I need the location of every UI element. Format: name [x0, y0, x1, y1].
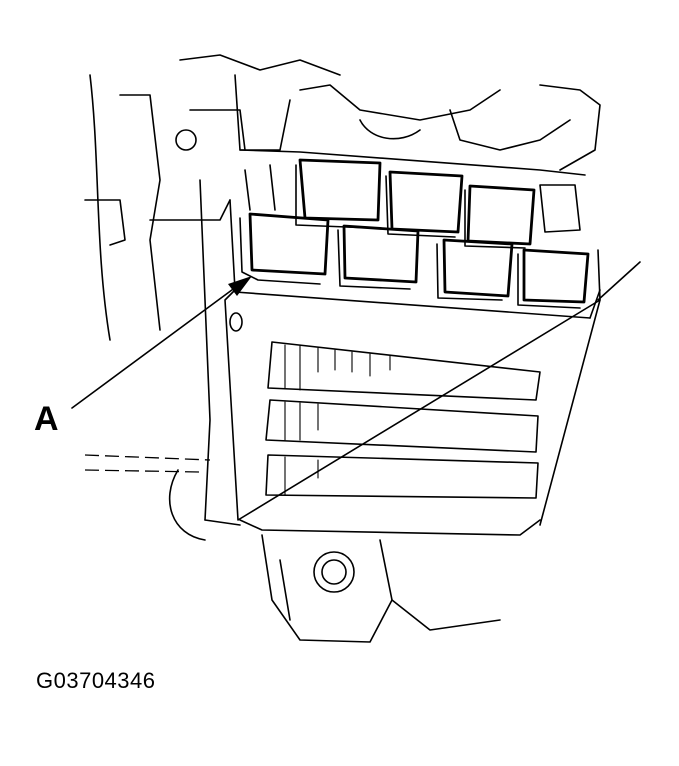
fuse-row-upper [295, 158, 536, 249]
fuse-row-lower [239, 212, 590, 309]
fuse-box-housing [224, 199, 641, 536]
figure-code: G03704346 [36, 668, 156, 693]
reference-lines [84, 454, 211, 473]
mounting-bracket [168, 469, 501, 643]
vehicle-frame [84, 54, 601, 521]
callout-arrow [71, 276, 252, 409]
relay-strips [265, 341, 541, 499]
callout-label-a: A [34, 400, 59, 438]
